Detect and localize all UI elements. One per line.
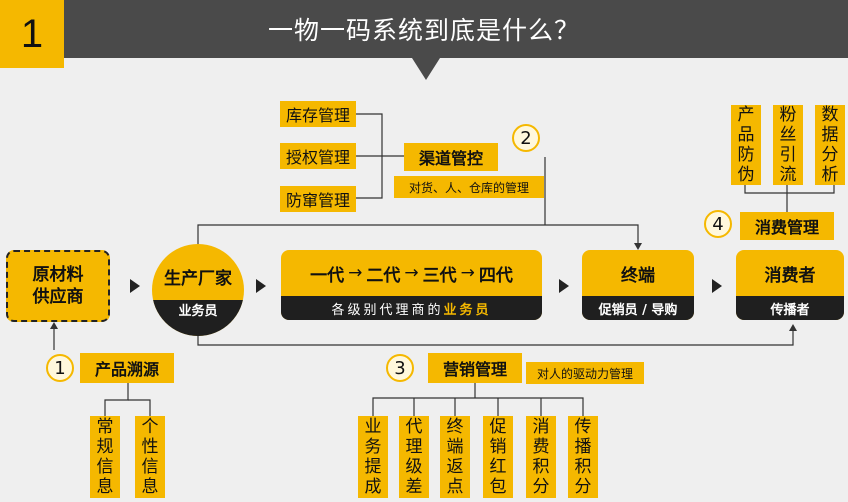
channel-control-title: 渠道管控 [404, 143, 498, 171]
marketing-item: 消费积分 [526, 416, 556, 498]
trace-item: 个性信息 [135, 416, 165, 498]
consumer-sub: 传播者 [736, 296, 844, 320]
header-bar [0, 0, 848, 58]
agents-sub-prefix: 各级别代理商的 [331, 302, 444, 318]
product-trace-title: 产品溯源 [80, 353, 174, 383]
agent-arrow: → [460, 263, 475, 283]
flow-arrow [559, 279, 569, 293]
trace-item: 常规信息 [90, 416, 120, 498]
manufacturer-title: 生产厂家 [164, 269, 232, 289]
step-number-3: 3 [386, 354, 414, 382]
manufacturer-sub: 业务员 [152, 300, 244, 336]
marketing-item: 促销红包 [483, 416, 513, 498]
section-number: 1 [20, 11, 44, 56]
step-number-2: 2 [512, 124, 540, 152]
step-number-1: 1 [46, 354, 74, 382]
channel-control-note: 对货、人、仓库的管理 [394, 176, 544, 198]
agent-level: 三代 [422, 265, 457, 286]
marketing-item: 终端返点 [440, 416, 470, 498]
step-number-4: 4 [704, 210, 732, 238]
consumer-mgmt-title: 消费管理 [740, 212, 834, 240]
terminal-node: 终端 促销员 / 导购 [582, 250, 694, 320]
page-title: 一物一码系统到底是什么？ [267, 16, 580, 45]
header-pointer [412, 58, 440, 80]
agent-arrow: → [404, 263, 419, 283]
agent-level: 一代 [310, 265, 345, 286]
flow-arrow [130, 279, 140, 293]
agent-levels: 一代 → 二代 → 三代 → 四代 [281, 250, 542, 296]
consumer-mgmt-item: 粉丝引流 [773, 105, 803, 185]
raw-material-label: 原材料供应商 [32, 265, 84, 307]
manufacturer-node: 生产厂家 业务员 [152, 244, 244, 336]
marketing-title: 营销管理 [428, 353, 522, 383]
marketing-item: 传播积分 [568, 416, 598, 498]
consumer-mgmt-item: 数据分析 [815, 105, 845, 185]
agent-arrow: → [348, 263, 363, 283]
agents-sub: 各级别代理商的 业务员 [281, 296, 542, 320]
marketing-item: 代理级差 [399, 416, 429, 498]
marketing-item: 业务提成 [358, 416, 388, 498]
channel-item: 防窜管理 [280, 186, 356, 212]
consumer-title: 消费者 [764, 265, 816, 286]
agents-node: 一代 → 二代 → 三代 → 四代 各级别代理商的 业务员 [281, 250, 542, 320]
terminal-title: 终端 [621, 265, 655, 286]
agent-level: 二代 [366, 265, 401, 286]
raw-material-supplier: 原材料供应商 [6, 250, 110, 322]
agents-sub-highlight: 业务员 [443, 302, 492, 318]
consumer-node: 消费者 传播者 [736, 250, 844, 320]
marketing-note: 对人的驱动力管理 [526, 362, 644, 384]
terminal-sub: 促销员 / 导购 [582, 296, 694, 320]
flow-arrow [712, 279, 722, 293]
flow-arrow [256, 279, 266, 293]
section-number-badge [0, 0, 64, 68]
channel-item: 授权管理 [280, 143, 356, 169]
agent-level: 四代 [478, 265, 513, 286]
consumer-mgmt-item: 产品防伪 [731, 105, 761, 185]
channel-item: 库存管理 [280, 101, 356, 127]
